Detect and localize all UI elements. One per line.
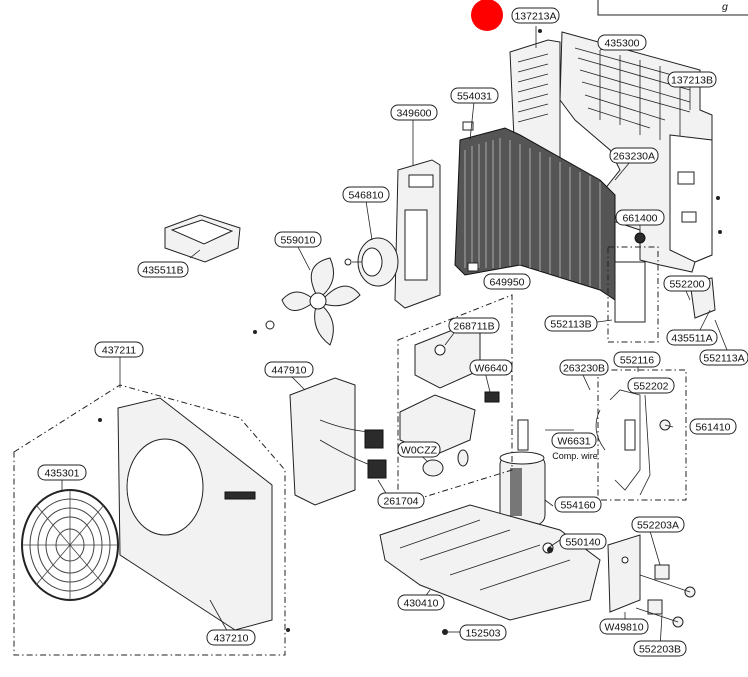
label-137213b-text: 137213B bbox=[671, 75, 713, 87]
label-554031-text: 554031 bbox=[457, 91, 492, 103]
part-labels: 137213A 435300 137213B 349600 554031 263… bbox=[37, 7, 748, 657]
label-430410-text: 430410 bbox=[403, 598, 438, 610]
label-435300: 435300 bbox=[597, 34, 647, 51]
label-552203b-text: 552203B bbox=[639, 644, 681, 656]
label-561410-text: 561410 bbox=[695, 422, 730, 434]
control-box-cover-drawing bbox=[164, 214, 241, 263]
label-552202-text: 552202 bbox=[633, 381, 668, 393]
label-552113b: 552113B bbox=[544, 315, 598, 332]
label-w6631: W6631 bbox=[551, 432, 597, 449]
valve-bracket-drawing bbox=[607, 534, 641, 613]
label-152503-text: 152503 bbox=[465, 628, 500, 640]
front-panel-drawing bbox=[117, 397, 273, 631]
label-435511a-text: 435511A bbox=[671, 333, 712, 345]
label-349600-text: 349600 bbox=[396, 108, 431, 120]
label-552200-text: 552200 bbox=[669, 279, 704, 291]
label-552202: 552202 bbox=[627, 377, 675, 394]
service-valves-drawing bbox=[635, 564, 696, 628]
valve-assembly-drawing bbox=[595, 389, 671, 496]
label-263230a-text: 263230A bbox=[613, 151, 655, 163]
pcb-assembly-drawing bbox=[399, 324, 500, 456]
w0czz-coil-drawing bbox=[422, 449, 469, 477]
label-559010-text: 559010 bbox=[280, 235, 315, 247]
label-w49810-text: W49810 bbox=[604, 622, 643, 634]
label-437210: 437210 bbox=[206, 629, 256, 646]
label-w6640: W6640 bbox=[469, 359, 513, 376]
label-261704-text: 261704 bbox=[383, 496, 418, 508]
fan-motor-drawing bbox=[344, 237, 399, 287]
label-649950: 649950 bbox=[483, 273, 531, 290]
label-268711b: 268711B bbox=[448, 317, 500, 334]
label-437211: 437211 bbox=[94, 341, 144, 358]
label-552200: 552200 bbox=[663, 275, 711, 292]
label-649950-text: 649950 bbox=[489, 277, 524, 289]
label-552203b: 552203B bbox=[633, 640, 687, 657]
label-268711b-text: 268711B bbox=[453, 321, 494, 333]
label-552113a: 552113A bbox=[699, 349, 748, 366]
sensor-661400-drawing bbox=[634, 232, 646, 244]
label-550140-text: 550140 bbox=[565, 537, 600, 549]
label-546810: 546810 bbox=[342, 186, 390, 203]
label-559010: 559010 bbox=[274, 231, 322, 248]
label-137213a: 137213A bbox=[511, 7, 560, 24]
fan-propeller-drawing bbox=[265, 257, 361, 346]
label-552113b-text: 552113B bbox=[550, 319, 591, 331]
label-661400: 661400 bbox=[615, 209, 665, 226]
label-552113a-text: 552113A bbox=[703, 353, 744, 365]
label-437211-text: 437211 bbox=[102, 345, 136, 357]
label-661400-text: 661400 bbox=[622, 213, 657, 225]
label-550140: 550140 bbox=[559, 533, 607, 550]
label-w0czz-text: W0CZZ bbox=[401, 445, 438, 457]
label-435511b-text: 435511B bbox=[142, 265, 183, 277]
label-w6640-text: W6640 bbox=[474, 363, 507, 375]
label-435511b: 435511B bbox=[137, 261, 189, 278]
label-435511a: 435511A bbox=[666, 329, 718, 346]
label-w0czz: W0CZZ bbox=[397, 441, 441, 458]
label-561410: 561410 bbox=[689, 418, 737, 435]
label-349600: 349600 bbox=[390, 104, 438, 121]
corner-title-box: g bbox=[597, 0, 748, 16]
label-552116: 552116 bbox=[613, 351, 661, 368]
pipe-assembly-group bbox=[607, 246, 659, 343]
label-437210-text: 437210 bbox=[213, 633, 248, 645]
label-263230b: 263230B bbox=[559, 359, 609, 376]
pipe-assembly-drawing bbox=[614, 261, 646, 323]
condenser-coil-drawing bbox=[454, 121, 616, 301]
label-152503: 152503 bbox=[459, 624, 507, 641]
label-447910-text: 447910 bbox=[271, 365, 306, 377]
label-546810-text: 546810 bbox=[348, 190, 383, 202]
label-435301: 435301 bbox=[37, 464, 87, 481]
comp-wire-caption: Comp. wire bbox=[552, 451, 598, 461]
label-447910: 447910 bbox=[264, 361, 314, 378]
label-w6631-text: W6631 bbox=[557, 436, 590, 448]
label-263230b-text: 263230B bbox=[563, 363, 605, 375]
label-552203a-text: 552203A bbox=[637, 520, 679, 532]
label-261704: 261704 bbox=[377, 492, 425, 509]
electrical-panel-drawing bbox=[289, 377, 387, 506]
corner-text: g bbox=[722, 1, 728, 13]
front-grille-drawing bbox=[21, 489, 119, 601]
label-552203a: 552203A bbox=[631, 516, 685, 533]
motor-bracket-drawing bbox=[394, 159, 441, 309]
label-w49810: W49810 bbox=[599, 618, 649, 635]
label-554160: 554160 bbox=[554, 496, 602, 513]
label-430410: 430410 bbox=[397, 594, 445, 611]
control-assembly-group bbox=[397, 294, 513, 506]
label-554031: 554031 bbox=[450, 87, 499, 104]
label-137213b: 137213B bbox=[667, 71, 717, 88]
label-137213a-text: 137213A bbox=[514, 11, 556, 23]
label-554160-text: 554160 bbox=[560, 500, 595, 512]
red-marker bbox=[471, 0, 503, 31]
label-552116-text: 552116 bbox=[620, 355, 654, 367]
valve-assembly-group bbox=[597, 369, 687, 501]
screw-marks bbox=[98, 29, 722, 635]
leader-lines bbox=[61, 26, 728, 649]
label-263230a: 263230A bbox=[609, 147, 659, 164]
label-435301-text: 435301 bbox=[44, 468, 79, 480]
label-435300-text: 435300 bbox=[604, 38, 639, 50]
